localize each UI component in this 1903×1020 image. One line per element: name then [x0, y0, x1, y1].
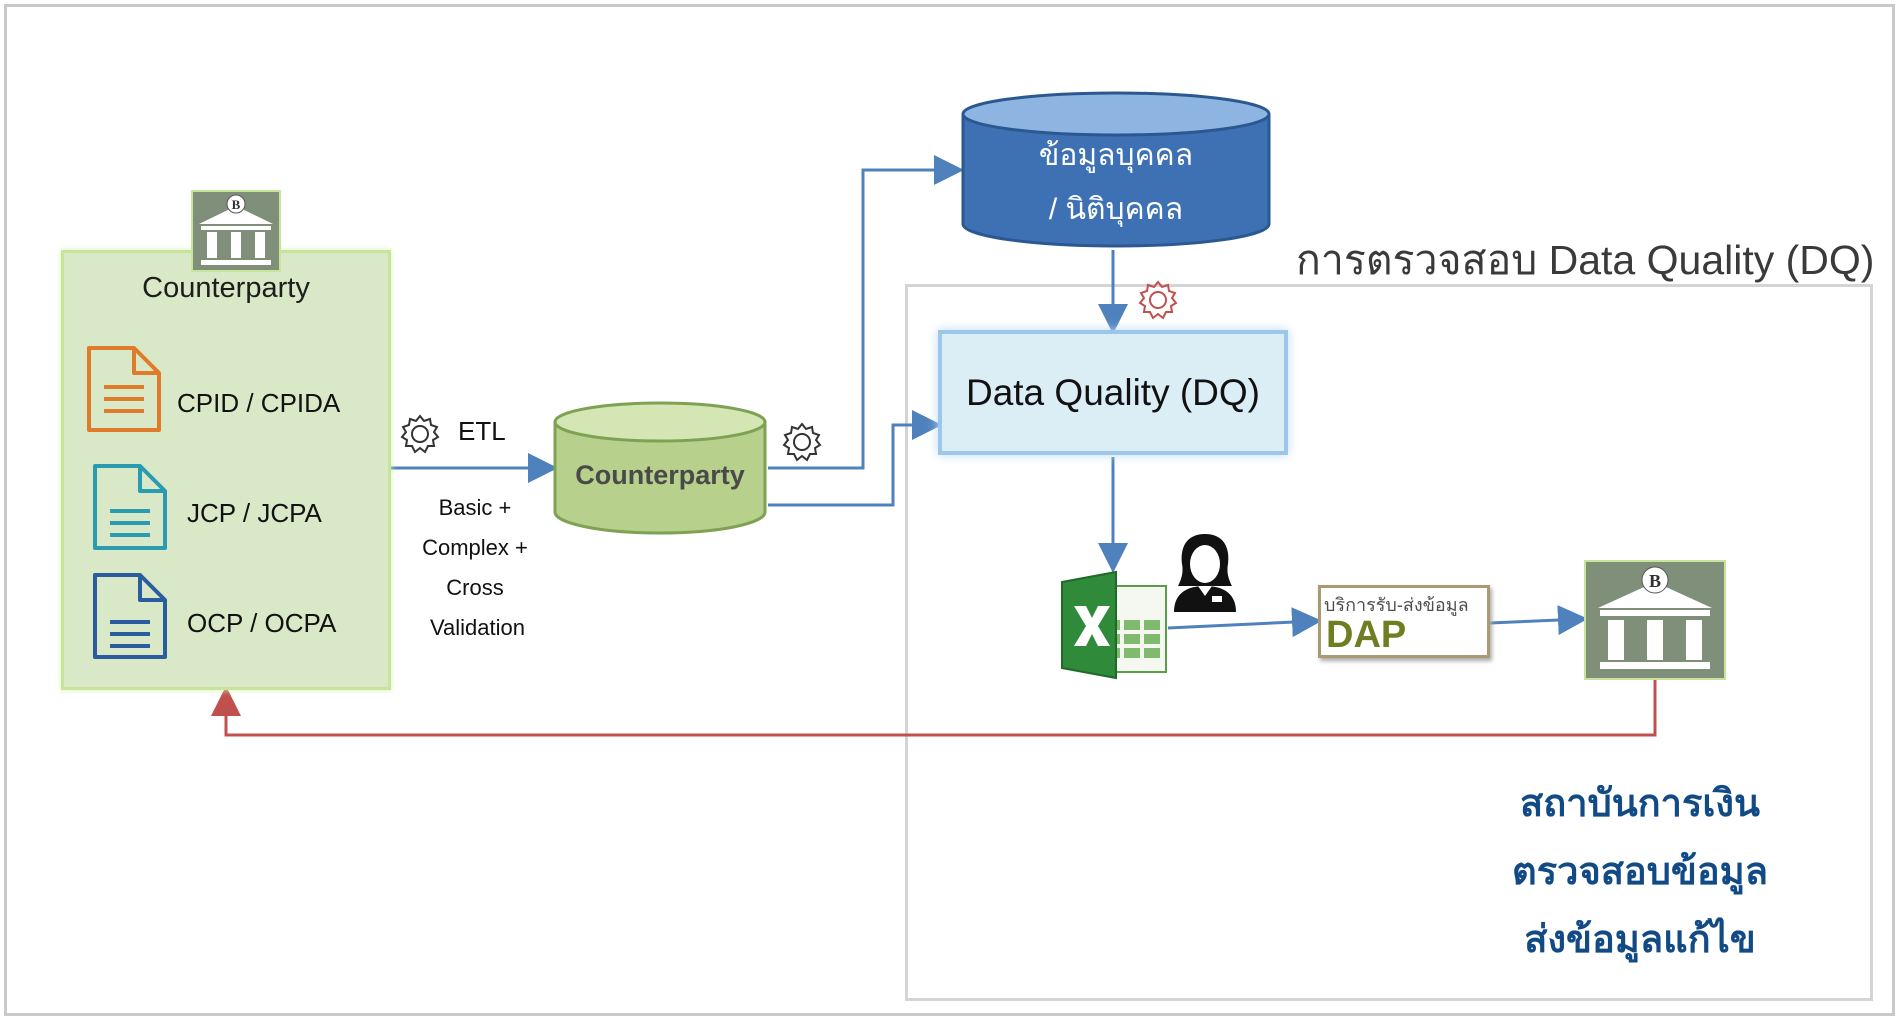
counterparty-db-label: Counterparty — [575, 460, 745, 490]
fi-line-3: ส่งข้อมูลแก้ไข — [1524, 919, 1756, 961]
dap-small-label: บริการรับ-ส่งข้อมูล — [1324, 595, 1469, 615]
excel-icon — [1061, 570, 1167, 680]
database-icon — [961, 91, 1271, 248]
document-label-cpid: CPID / CPIDA — [177, 388, 341, 418]
validation-line-1: Basic + — [438, 495, 512, 520]
counterparty-panel — [61, 250, 391, 690]
database-icon — [553, 401, 767, 535]
fi-line-2: ตรวจสอบข้อมูล — [1512, 851, 1768, 893]
document-icon — [93, 573, 167, 659]
document-label-jcp: JCP / JCPA — [187, 498, 322, 528]
document-icon — [93, 464, 167, 550]
person-db-line1: ข้อมูลบุคคล — [1038, 139, 1194, 172]
arrow-dap-to-bank — [1489, 605, 1588, 636]
fi-line-1: สถาบันการเงิน — [1520, 783, 1760, 825]
gear-icon — [1138, 280, 1178, 320]
person-db-line2: / นิติบุคคล — [1048, 193, 1184, 226]
validation-line-2: Complex + — [422, 535, 528, 560]
etl-label: ETL — [458, 416, 506, 446]
gear-icon — [782, 422, 822, 462]
dq-process-box: Data Quality (DQ) — [938, 330, 1288, 455]
bank-icon: B — [1584, 560, 1726, 680]
outer-frame — [4, 4, 1895, 1016]
counterparty-panel-title: Counterparty — [142, 272, 310, 304]
arrow-feedback-to-panel — [211, 680, 1657, 737]
svg-text:B: B — [232, 197, 241, 212]
validation-line-4: Validation — [430, 615, 525, 640]
arrow-counterparty-to-dq — [768, 410, 942, 507]
dap-big-label: DAP — [1326, 614, 1407, 656]
dap-box: บริการรับ-ส่งข้อมูล DAP — [1318, 585, 1490, 658]
arrow-counterparty-to-person-db — [768, 155, 964, 470]
gear-icon — [400, 414, 440, 454]
arrow-excel-to-dap — [1167, 607, 1322, 638]
svg-text:B: B — [1649, 571, 1661, 591]
bank-icon: B — [191, 190, 281, 272]
dq-process-label: Data Quality (DQ) — [965, 371, 1260, 413]
validation-line-3: Cross — [446, 575, 504, 600]
user-icon — [1174, 534, 1236, 612]
document-icon — [87, 346, 161, 432]
dq-region-box — [905, 284, 1873, 1001]
document-label-ocp: OCP / OCPA — [187, 608, 337, 638]
dq-region-title: การตรวจสอบ Data Quality (DQ) — [1296, 237, 1875, 283]
